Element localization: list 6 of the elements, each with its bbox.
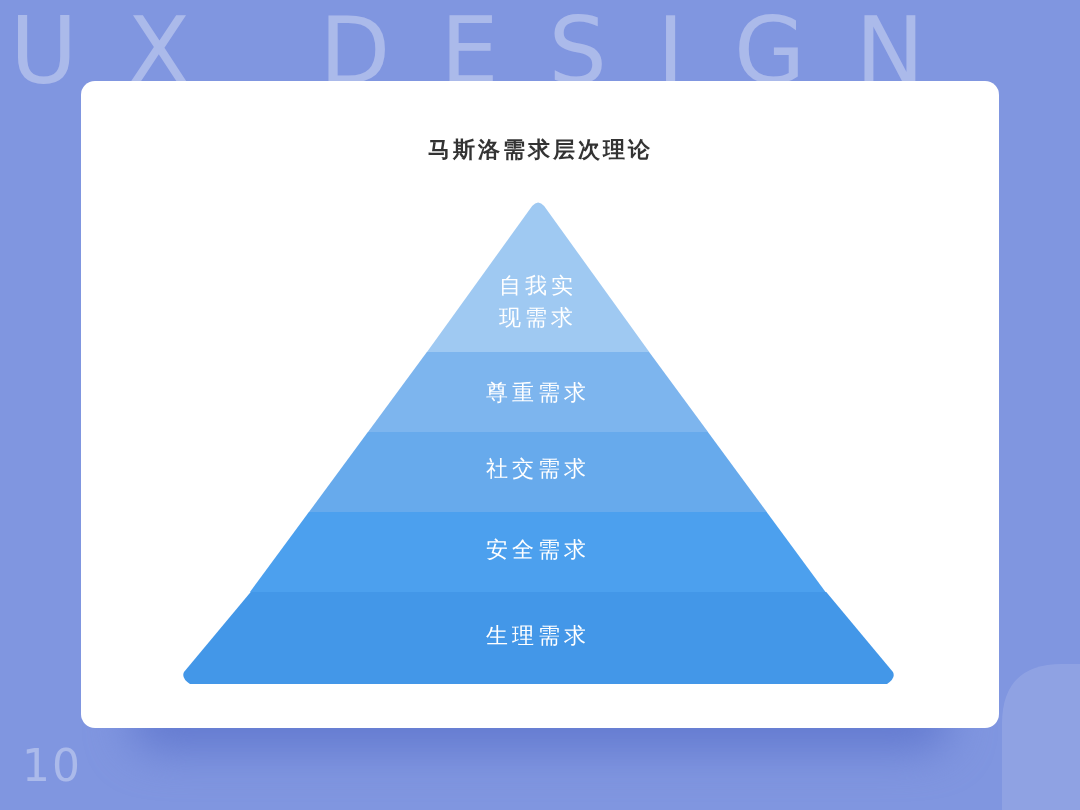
tier-label: 安全需求 [486,536,590,564]
tier-label: 社交需求 [486,455,590,483]
tier-label: 尊重需求 [486,379,590,407]
tier-label: 自我实现需求 [498,272,578,332]
tier-label: 生理需求 [486,622,590,650]
diagram-title: 马斯洛需求层次理论 [427,137,653,162]
